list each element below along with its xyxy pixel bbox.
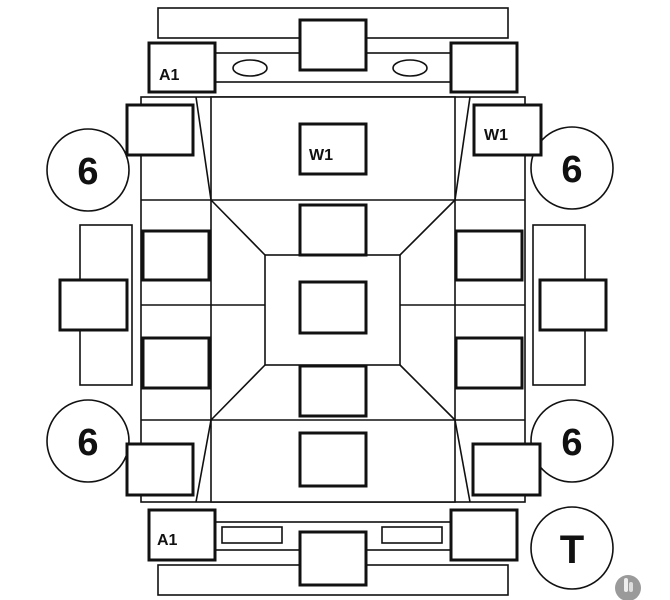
top-left-oval [232, 59, 268, 77]
bottom-right-slot [381, 526, 443, 544]
hand-cursor-icon [615, 575, 641, 600]
circle-top-right-label: 6 [561, 149, 582, 191]
right-column-box-upper[interactable] [454, 229, 524, 282]
circle-bottom-left[interactable] [46, 399, 130, 483]
right-side-box[interactable] [538, 278, 608, 332]
slanted-line [195, 419, 212, 503]
circle-t[interactable] [530, 506, 614, 590]
diagonal-line [399, 364, 456, 421]
a1-top-label: A1 [159, 67, 180, 84]
a1-top-box[interactable] [147, 41, 217, 94]
bottom-right-box[interactable] [449, 508, 519, 562]
circle-top-right[interactable] [530, 126, 614, 210]
lower-right-box[interactable] [471, 442, 542, 497]
circle-top-left-label: 6 [77, 151, 98, 193]
top-center-box[interactable] [298, 18, 368, 72]
slanted-line [195, 96, 212, 201]
w1-right-label: W1 [484, 127, 508, 144]
center-box-5[interactable] [298, 431, 368, 488]
w1-center-box[interactable] [298, 122, 368, 176]
left-side-box[interactable] [58, 278, 129, 332]
diagonal-line [210, 364, 266, 421]
circle-top-left[interactable] [46, 128, 130, 212]
slanted-line [454, 419, 471, 503]
bottom-center-box[interactable] [298, 530, 368, 587]
diagonal-line [210, 199, 266, 256]
left-column-box-upper[interactable] [141, 229, 211, 282]
circle-bottom-right[interactable] [530, 399, 614, 483]
a1-bottom-label: A1 [157, 532, 178, 549]
w1-right-box[interactable] [472, 103, 543, 157]
center-box-3[interactable] [298, 280, 368, 335]
w1-center-label: W1 [309, 147, 333, 164]
slanted-line [454, 96, 471, 201]
circle-bottom-left-label: 6 [77, 422, 98, 464]
top-right-oval [392, 59, 428, 77]
circle-t-label: T [560, 528, 584, 572]
center-box-2[interactable] [298, 203, 368, 257]
diagonal-line [399, 199, 456, 256]
lower-left-box[interactable] [125, 442, 195, 497]
right-column-box-lower[interactable] [454, 336, 524, 390]
top-right-box[interactable] [449, 41, 519, 94]
center-box-4[interactable] [298, 364, 368, 418]
left-column-box-lower[interactable] [141, 336, 211, 390]
upper-left-box[interactable] [125, 103, 195, 157]
bottom-left-slot [221, 526, 283, 544]
circle-bottom-right-label: 6 [561, 422, 582, 464]
a1-bottom-box[interactable] [147, 508, 217, 562]
